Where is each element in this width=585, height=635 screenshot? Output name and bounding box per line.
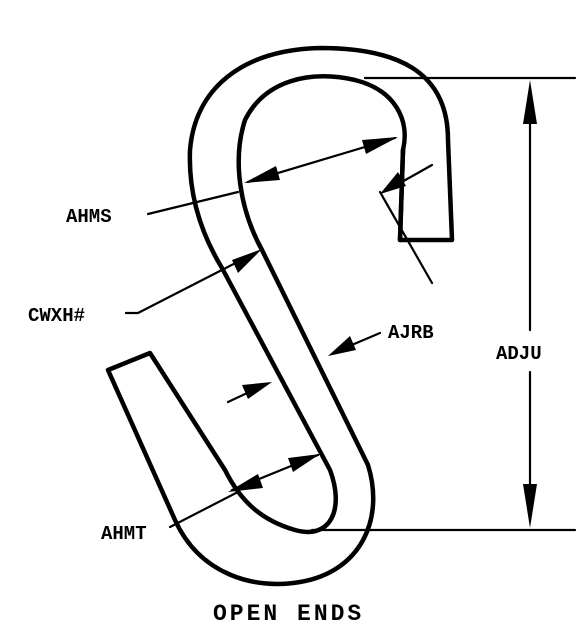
ahmt-arrow-right: [288, 454, 320, 472]
tip-gap-arrow: [380, 172, 406, 194]
s-hook-outer-outline: [105, 45, 455, 587]
adju-arrow-up: [523, 80, 537, 124]
ahms-arrow-left: [244, 166, 280, 183]
tip-gap-arrow-stem: [398, 163, 434, 185]
ahmt-label: AHMT: [101, 523, 147, 545]
cwxh-arrow: [232, 249, 262, 273]
ajrb-label: AJRB: [388, 322, 434, 344]
middle-section-arrow: [242, 382, 272, 399]
s-hook-upper-tip: [397, 147, 406, 243]
caption-open-ends: OPEN ENDS: [213, 601, 364, 627]
cwxh-leader: [124, 251, 257, 315]
adju-label: ADJU: [496, 343, 542, 365]
cwxh-label: CWXH#: [28, 305, 85, 327]
ahms-arrow-right: [362, 137, 398, 154]
ahmt-leader: [168, 491, 238, 529]
ahms-label: AHMS: [66, 206, 112, 228]
tip-gap-leader: [378, 190, 434, 285]
ahmt-arrow-left: [228, 474, 263, 492]
adju-arrow-down: [523, 484, 537, 528]
ahms-leader: [146, 190, 240, 216]
ajrb-arrow: [328, 336, 356, 356]
